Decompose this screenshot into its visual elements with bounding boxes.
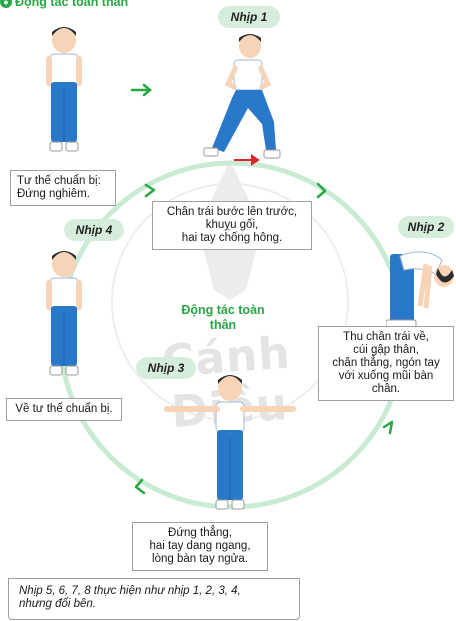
figure-step1 xyxy=(202,28,292,168)
figure-step2 xyxy=(386,246,456,328)
cycle-arrow-top-left-icon xyxy=(146,185,154,196)
caption-prep-line: Đứng nghiêm. xyxy=(17,188,109,201)
caption-prep: Tư thế chuẩn bị: Đứng nghiêm. xyxy=(10,170,116,206)
caption-step3-line: hai tay dang ngang, xyxy=(139,540,261,553)
caption-step1: Chân trái bước lên trước, khuỵu gối, hai… xyxy=(152,201,312,250)
caption-step1-line: khuỵu gối, xyxy=(159,219,305,232)
cycle-arrow-right-icon xyxy=(384,422,392,433)
next-step-arrow-icon xyxy=(132,85,150,95)
tag-step1: Nhịp 1 xyxy=(218,6,280,28)
cycle-center-label: Động tác toàn thân xyxy=(178,303,268,333)
caption-step4-line: Về tư thế chuẩn bị. xyxy=(13,403,115,416)
caption-step2-line: Thu chân trái về, xyxy=(325,331,447,344)
caption-step1-line: hai tay chống hông. xyxy=(159,232,305,245)
figure-prep xyxy=(38,20,90,170)
repeat-note-line: nhưng đổi bên. xyxy=(19,598,289,611)
repeat-note-line: Nhịp 5, 6, 7, 8 thực hiện như nhịp 1, 2,… xyxy=(19,585,289,598)
caption-step2-line: chân thẳng, ngón tay xyxy=(325,357,447,370)
tag-step2: Nhịp 2 xyxy=(398,216,454,238)
caption-step3-line: lòng bàn tay ngửa. xyxy=(139,553,261,566)
caption-step4: Về tư thế chuẩn bị. xyxy=(6,398,122,421)
figure-step4 xyxy=(38,244,90,386)
caption-step2-line: với xuống mũi bàn chân. xyxy=(325,370,447,396)
caption-step1-line: Chân trái bước lên trước, xyxy=(159,206,305,219)
caption-prep-title: Tư thế chuẩn bị: xyxy=(17,175,109,188)
caption-step2-line: cúi gập thân, xyxy=(325,344,447,357)
tag-step3: Nhịp 3 xyxy=(136,357,196,379)
caption-step2: Thu chân trái về, cúi gập thân, chân thẳ… xyxy=(318,326,454,401)
repeat-note: Nhịp 5, 6, 7, 8 thực hiện như nhịp 1, 2,… xyxy=(8,578,300,620)
caption-step3: Đứng thẳng, hai tay dang ngang, lòng bàn… xyxy=(132,522,268,571)
tag-step4: Nhịp 4 xyxy=(64,219,124,241)
caption-step3-line: Đứng thẳng, xyxy=(139,527,261,540)
figure-step3 xyxy=(160,368,300,520)
